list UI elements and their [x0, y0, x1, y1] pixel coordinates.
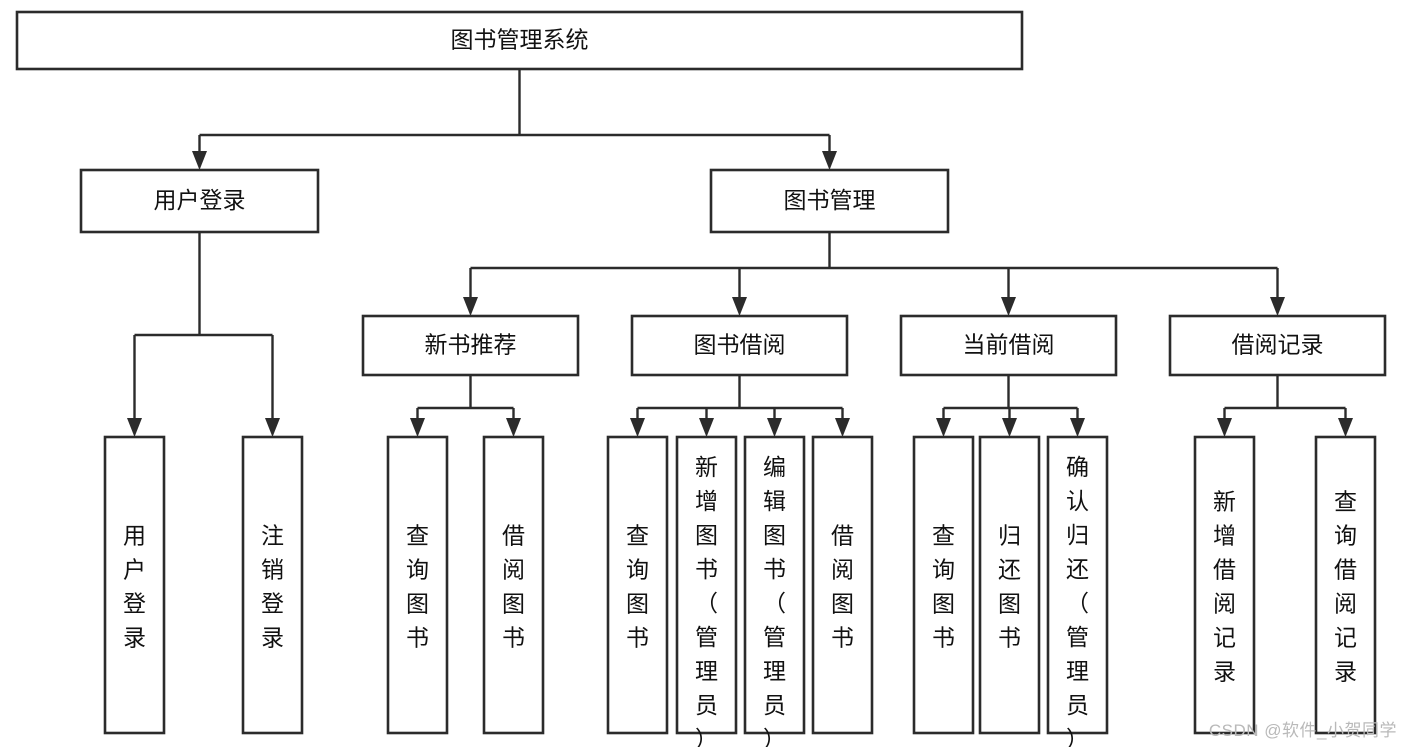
- node-box-leaf-query-book-3[interactable]: [912, 435, 975, 735]
- node-box-leaf-query-book-2[interactable]: [606, 435, 669, 735]
- node-box-leaf-query-record[interactable]: [1314, 435, 1377, 735]
- arrow-head-icon: [265, 418, 280, 437]
- node-box-user-login[interactable]: [79, 168, 320, 234]
- connector-group-current-borrow: [936, 375, 1085, 437]
- node-box-leaf-logout[interactable]: [241, 435, 304, 735]
- node-leaf-borrow-book-2[interactable]: 借阅图书: [811, 435, 874, 735]
- node-label-leaf-query-book-2: 查询图书: [626, 523, 649, 651]
- node-label-leaf-query-book-1: 查询图书: [406, 523, 429, 651]
- node-leaf-add-record[interactable]: 新增借阅记录: [1193, 435, 1256, 735]
- node-label-leaf-edit-book: 编辑图书（管理员）: [763, 454, 786, 747]
- node-box-book-manage[interactable]: [709, 168, 950, 234]
- arrow-head-icon: [1002, 418, 1017, 437]
- node-book-borrow[interactable]: 图书借阅: [630, 314, 849, 377]
- node-leaf-query-book-3[interactable]: 查询图书: [912, 435, 975, 735]
- node-user-login[interactable]: 用户登录: [79, 168, 320, 234]
- node-box-new-book-rec[interactable]: [361, 314, 580, 377]
- node-new-book-rec[interactable]: 新书推荐: [361, 314, 580, 377]
- arrow-head-icon: [1217, 418, 1232, 437]
- connector-group-root: [192, 69, 837, 170]
- arrow-head-icon: [1338, 418, 1353, 437]
- arrow-head-icon: [767, 418, 782, 437]
- node-root[interactable]: 图书管理系统: [15, 10, 1024, 71]
- node-label-book-borrow: 图书借阅: [694, 332, 786, 358]
- node-borrow-record[interactable]: 借阅记录: [1168, 314, 1387, 377]
- node-leaf-confirm-return[interactable]: 确认归还（管理员）: [1046, 435, 1109, 747]
- arrow-head-icon: [1270, 297, 1285, 316]
- node-book-manage[interactable]: 图书管理: [709, 168, 950, 234]
- node-box-leaf-add-record[interactable]: [1193, 435, 1256, 735]
- arrow-head-icon: [410, 418, 425, 437]
- node-box-leaf-user-login[interactable]: [103, 435, 166, 735]
- arrow-head-icon: [630, 418, 645, 437]
- node-leaf-query-book-2[interactable]: 查询图书: [606, 435, 669, 735]
- node-leaf-return-book[interactable]: 归还图书: [978, 435, 1041, 735]
- node-label-leaf-return-book: 归还图书: [998, 523, 1021, 651]
- node-label-leaf-borrow-book-2: 借阅图书: [831, 523, 854, 651]
- arrow-head-icon: [1001, 297, 1016, 316]
- arrow-head-icon: [127, 418, 142, 437]
- node-label-borrow-record: 借阅记录: [1232, 332, 1324, 358]
- node-box-leaf-borrow-book-1[interactable]: [482, 435, 545, 735]
- node-leaf-user-login[interactable]: 用户登录: [103, 435, 166, 735]
- node-box-current-borrow[interactable]: [899, 314, 1118, 377]
- node-label-leaf-confirm-return: 确认归还（管理员）: [1066, 454, 1089, 747]
- node-leaf-add-book[interactable]: 新增图书（管理员）: [675, 435, 738, 747]
- node-box-leaf-borrow-book-2[interactable]: [811, 435, 874, 735]
- connector-group-book-borrow: [630, 375, 850, 437]
- connector-group-user-login: [127, 232, 280, 437]
- node-box-leaf-add-book[interactable]: [675, 435, 738, 735]
- node-label-leaf-add-book: 新增图书（管理员）: [695, 454, 718, 747]
- node-label-leaf-logout: 注销登录: [261, 523, 284, 651]
- node-box-root[interactable]: [15, 10, 1024, 71]
- node-label-root: 图书管理系统: [451, 27, 589, 53]
- arrow-head-icon: [463, 297, 478, 316]
- arrow-head-icon: [699, 418, 714, 437]
- node-label-leaf-query-record: 查询借阅记录: [1334, 489, 1357, 685]
- node-label-user-login: 用户登录: [154, 187, 246, 213]
- connector-group-borrow-record: [1217, 375, 1353, 437]
- node-box-borrow-record[interactable]: [1168, 314, 1387, 377]
- connector-group-book-manage: [463, 232, 1285, 316]
- node-label-leaf-query-book-3: 查询图书: [932, 523, 955, 651]
- arrow-head-icon: [192, 151, 207, 170]
- connectors-layer: [127, 69, 1353, 437]
- arrow-head-icon: [822, 151, 837, 170]
- node-label-new-book-rec: 新书推荐: [425, 332, 517, 358]
- nodes-layer: 图书管理系统用户登录图书管理新书推荐图书借阅当前借阅借阅记录用户登录注销登录查询…: [15, 10, 1387, 747]
- arrow-head-icon: [506, 418, 521, 437]
- node-box-leaf-edit-book[interactable]: [743, 435, 806, 735]
- node-box-book-borrow[interactable]: [630, 314, 849, 377]
- node-label-leaf-user-login: 用户登录: [123, 523, 146, 651]
- connector-group-new-book-rec: [410, 375, 521, 437]
- node-label-leaf-add-record: 新增借阅记录: [1213, 489, 1236, 685]
- node-box-leaf-return-book[interactable]: [978, 435, 1041, 735]
- arrow-head-icon: [732, 297, 747, 316]
- node-label-current-borrow: 当前借阅: [963, 332, 1055, 358]
- node-label-leaf-borrow-book-1: 借阅图书: [502, 523, 525, 651]
- arrow-head-icon: [1070, 418, 1085, 437]
- node-current-borrow[interactable]: 当前借阅: [899, 314, 1118, 377]
- node-leaf-edit-book[interactable]: 编辑图书（管理员）: [743, 435, 806, 747]
- node-label-book-manage: 图书管理: [784, 187, 876, 213]
- node-leaf-query-book-1[interactable]: 查询图书: [386, 435, 449, 735]
- node-box-leaf-confirm-return[interactable]: [1046, 435, 1109, 735]
- node-box-leaf-query-book-1[interactable]: [386, 435, 449, 735]
- arrow-head-icon: [936, 418, 951, 437]
- node-leaf-logout[interactable]: 注销登录: [241, 435, 304, 735]
- arrow-head-icon: [835, 418, 850, 437]
- node-leaf-query-record[interactable]: 查询借阅记录: [1314, 435, 1377, 735]
- node-leaf-borrow-book-1[interactable]: 借阅图书: [482, 435, 545, 735]
